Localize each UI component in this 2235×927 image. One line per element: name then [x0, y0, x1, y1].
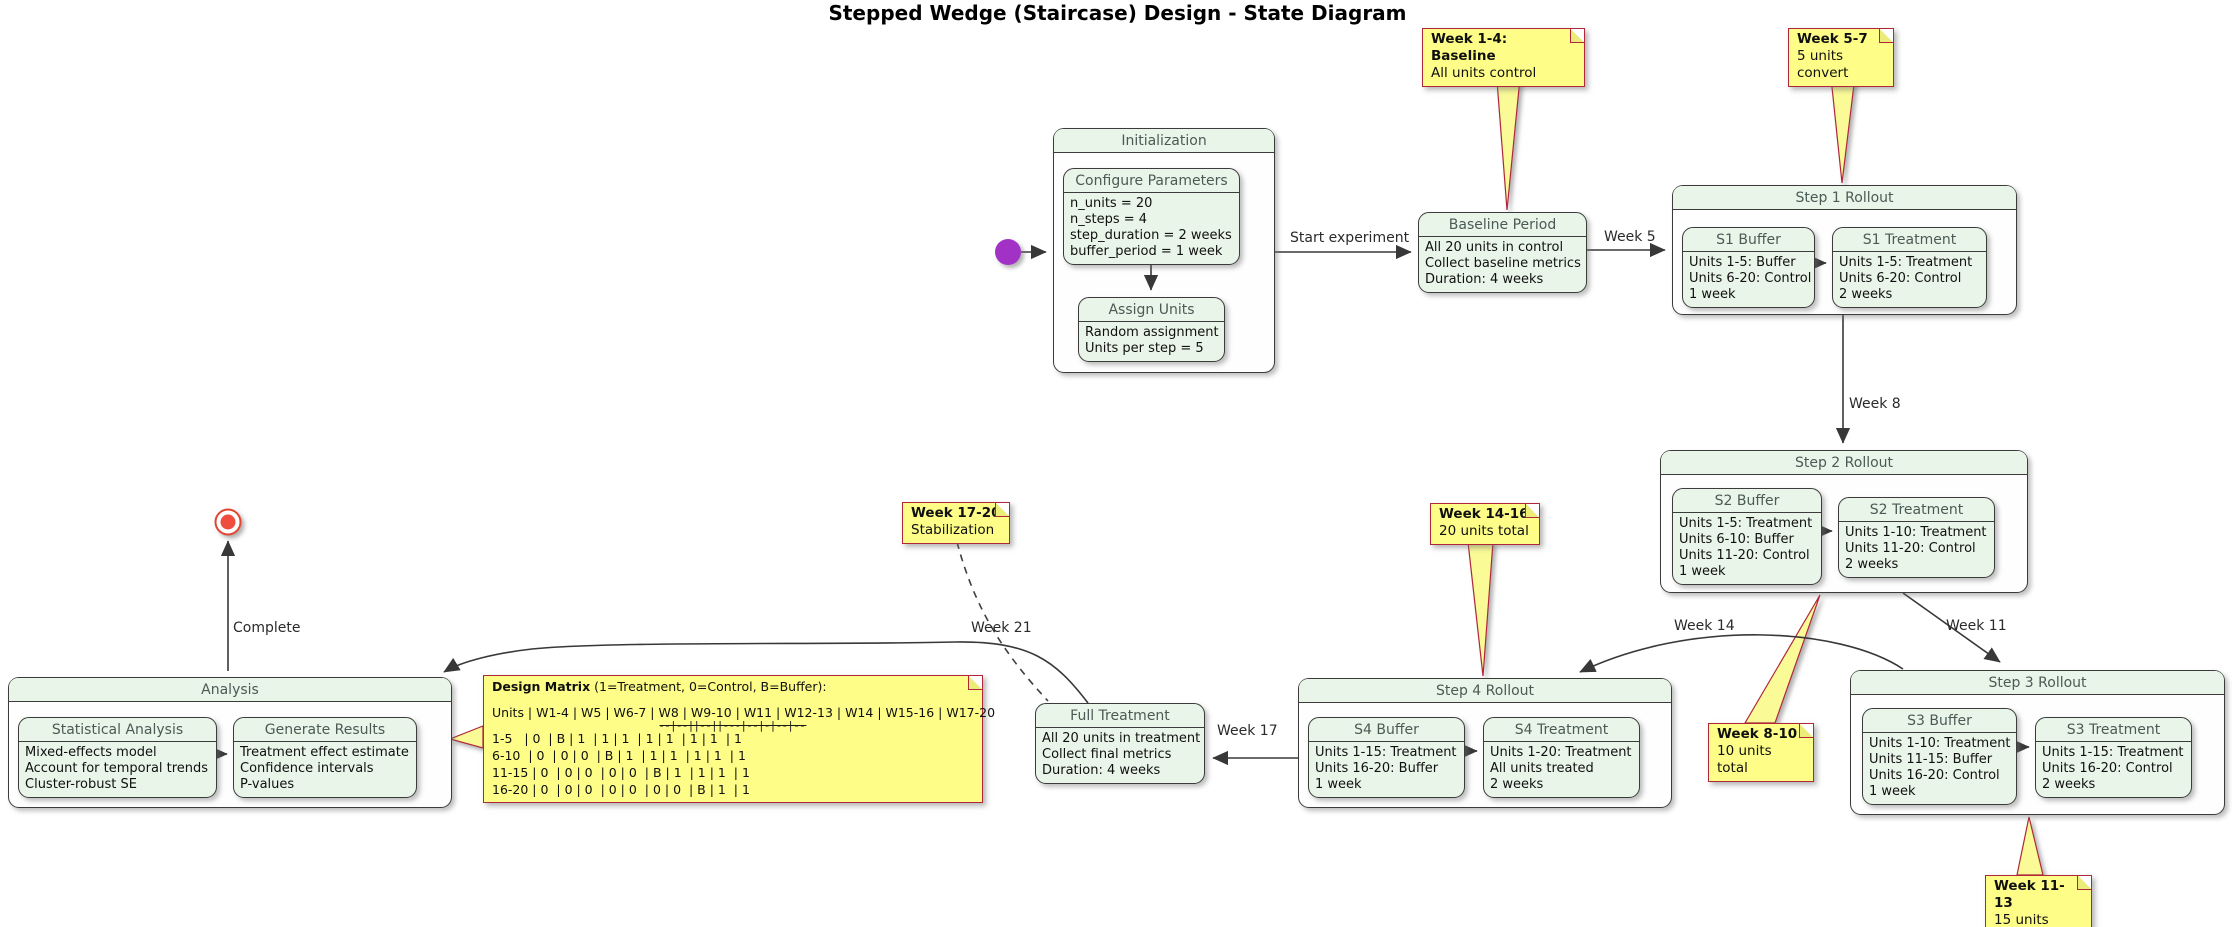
edge-label-week-8: Week 8 [1849, 396, 1901, 412]
state-title: Statistical Analysis [19, 718, 216, 742]
state-title: Full Treatment [1036, 704, 1204, 728]
state-body: Units 1-10: Treatment Units 11-15: Buffe… [1869, 736, 2011, 799]
note-title: Week 1-4: Baseline [1431, 31, 1508, 64]
diagram-title: Stepped Wedge (Staircase) Design - State… [828, 1, 1407, 25]
state-body: n_units = 20 n_steps = 4 step_duration =… [1070, 196, 1232, 259]
state-body: All 20 units in treatment Collect final … [1042, 731, 1201, 778]
state-body: Treatment effect estimate Confidence int… [240, 745, 409, 792]
state-title: S3 Treatment [2036, 718, 2191, 742]
note-title: Week 8-10 [1717, 726, 1798, 742]
note-body: Stabilization [911, 522, 995, 538]
state-full-treatment: Full Treatment All 20 units in treatment… [1035, 703, 1205, 784]
state-title: Configure Parameters [1064, 169, 1239, 193]
state-title: Assign Units [1079, 298, 1224, 322]
state-body: Units 1-5: Treatment Units 6-10: Buffer … [1679, 516, 1813, 579]
state-s1-treatment: S1 Treatment Units 1-5: Treatment Units … [1832, 227, 1987, 308]
state-generate-results: Generate Results Treatment effect estima… [233, 717, 417, 798]
note-design-matrix: Design Matrix (1=Treatment, 0=Control, B… [483, 675, 996, 803]
design-matrix-rows: 1-5 | 0 | B | 1 | 1 | 1 | 1 | 1 | 1 | 1 … [492, 731, 750, 797]
final-state-icon [214, 508, 242, 536]
state-title: S1 Buffer [1683, 228, 1814, 252]
state-title: S4 Buffer [1309, 718, 1464, 742]
transitions [220, 242, 2001, 766]
initial-state-icon [995, 239, 1021, 265]
note-week-11-13: Week 11-13 15 units total [1985, 875, 2092, 927]
state-body: Mixed-effects model Account for temporal… [25, 745, 209, 792]
state-title: Analysis [9, 678, 451, 702]
note-title: Week 11-13 [1994, 878, 2065, 911]
state-s3-buffer: S3 Buffer Units 1-10: Treatment Units 11… [1862, 708, 2017, 805]
state-title: S4 Treatment [1484, 718, 1639, 742]
state-body: All 20 units in control Collect baseline… [1425, 240, 1581, 287]
state-title: S3 Buffer [1863, 709, 2016, 733]
state-body: Units 1-20: Treatment All units treated … [1490, 745, 1632, 792]
state-s4-treatment: S4 Treatment Units 1-20: Treatment All u… [1483, 717, 1640, 798]
design-matrix-separator: --|--||--||---|--|-|--|-- [659, 719, 807, 732]
state-body: Units 1-15: Treatment Units 16-20: Contr… [2042, 745, 2184, 792]
state-title: S2 Treatment [1839, 498, 1994, 522]
note-week-8-10: Week 8-10 10 units total [1708, 723, 1814, 782]
state-s4-buffer: S4 Buffer Units 1-15: Treatment Units 16… [1308, 717, 1465, 798]
state-baseline-period: Baseline Period All 20 units in control … [1418, 212, 1587, 293]
state-title: Step 2 Rollout [1661, 451, 2027, 475]
edge-label-week-11: Week 11 [1946, 618, 2007, 634]
state-title: Generate Results [234, 718, 416, 742]
state-title: S1 Treatment [1833, 228, 1986, 252]
note-body: 20 units total [1439, 523, 1529, 539]
state-title: Step 3 Rollout [1851, 671, 2224, 695]
note-connector-week17-20-dashed [956, 541, 1049, 702]
note-body: 10 units total [1717, 743, 1772, 776]
edge-label-week-17: Week 17 [1217, 723, 1278, 739]
edge-week-14 [1579, 634, 1904, 673]
note-title: Week 5-7 [1797, 31, 1868, 47]
state-title: Initialization [1054, 129, 1274, 153]
note-body: 15 units total [1994, 912, 2049, 927]
note-week-17-20: Week 17-20 Stabilization [902, 502, 1010, 544]
edge-label-start-experiment: Start experiment [1290, 230, 1410, 246]
note-body: All units control [1431, 65, 1537, 81]
state-title: S2 Buffer [1673, 489, 1821, 513]
note-week-5-7: Week 5-7 5 units convert [1788, 28, 1894, 87]
note-week-1-4: Week 1-4: Baseline All units control [1422, 28, 1585, 87]
edge-label-week-14: Week 14 [1674, 618, 1735, 634]
state-body: Units 1-5: Treatment Units 6-20: Control… [1839, 255, 1973, 302]
state-body: Units 1-5: Buffer Units 6-20: Control 1 … [1689, 255, 1812, 302]
state-s3-treatment: S3 Treatment Units 1-15: Treatment Units… [2035, 717, 2192, 798]
state-body: Units 1-15: Treatment Units 16-20: Buffe… [1315, 745, 1457, 792]
state-configure-parameters: Configure Parameters n_units = 20 n_step… [1063, 168, 1240, 265]
edge-label-complete: Complete [233, 620, 301, 636]
edge-week-21 [443, 641, 1089, 704]
state-s2-buffer: S2 Buffer Units 1-5: Treatment Units 6-1… [1672, 488, 1822, 585]
note-title: Week 14-16 [1439, 506, 1529, 522]
design-matrix-header-row: Units | W1-4 | W5 | W6-7 | W8 | W9-10 | … [492, 705, 996, 720]
edge-label-week-5: Week 5 [1604, 229, 1656, 245]
state-body: Random assignment Units per step = 5 [1085, 325, 1219, 356]
state-assign-units: Assign Units Random assignment Units per… [1078, 297, 1225, 362]
state-title: Baseline Period [1419, 213, 1586, 237]
state-s1-buffer: S1 Buffer Units 1-5: Buffer Units 6-20: … [1682, 227, 1815, 308]
design-matrix-title: Design Matrix (1=Treatment, 0=Control, B… [492, 679, 827, 694]
note-week-14-16: Week 14-16 20 units total [1430, 503, 1540, 545]
state-title: Step 4 Rollout [1299, 679, 1671, 703]
note-body: 5 units convert [1797, 48, 1849, 81]
state-title: Step 1 Rollout [1673, 186, 2016, 210]
edge-label-week-21: Week 21 [971, 620, 1032, 636]
state-body: Units 1-10: Treatment Units 11-20: Contr… [1845, 525, 1987, 572]
edge-week-11 [1902, 592, 2001, 663]
state-statistical-analysis: Statistical Analysis Mixed-effects model… [18, 717, 217, 798]
state-s2-treatment: S2 Treatment Units 1-10: Treatment Units… [1838, 497, 1995, 578]
note-title: Week 17-20 [911, 505, 1001, 521]
